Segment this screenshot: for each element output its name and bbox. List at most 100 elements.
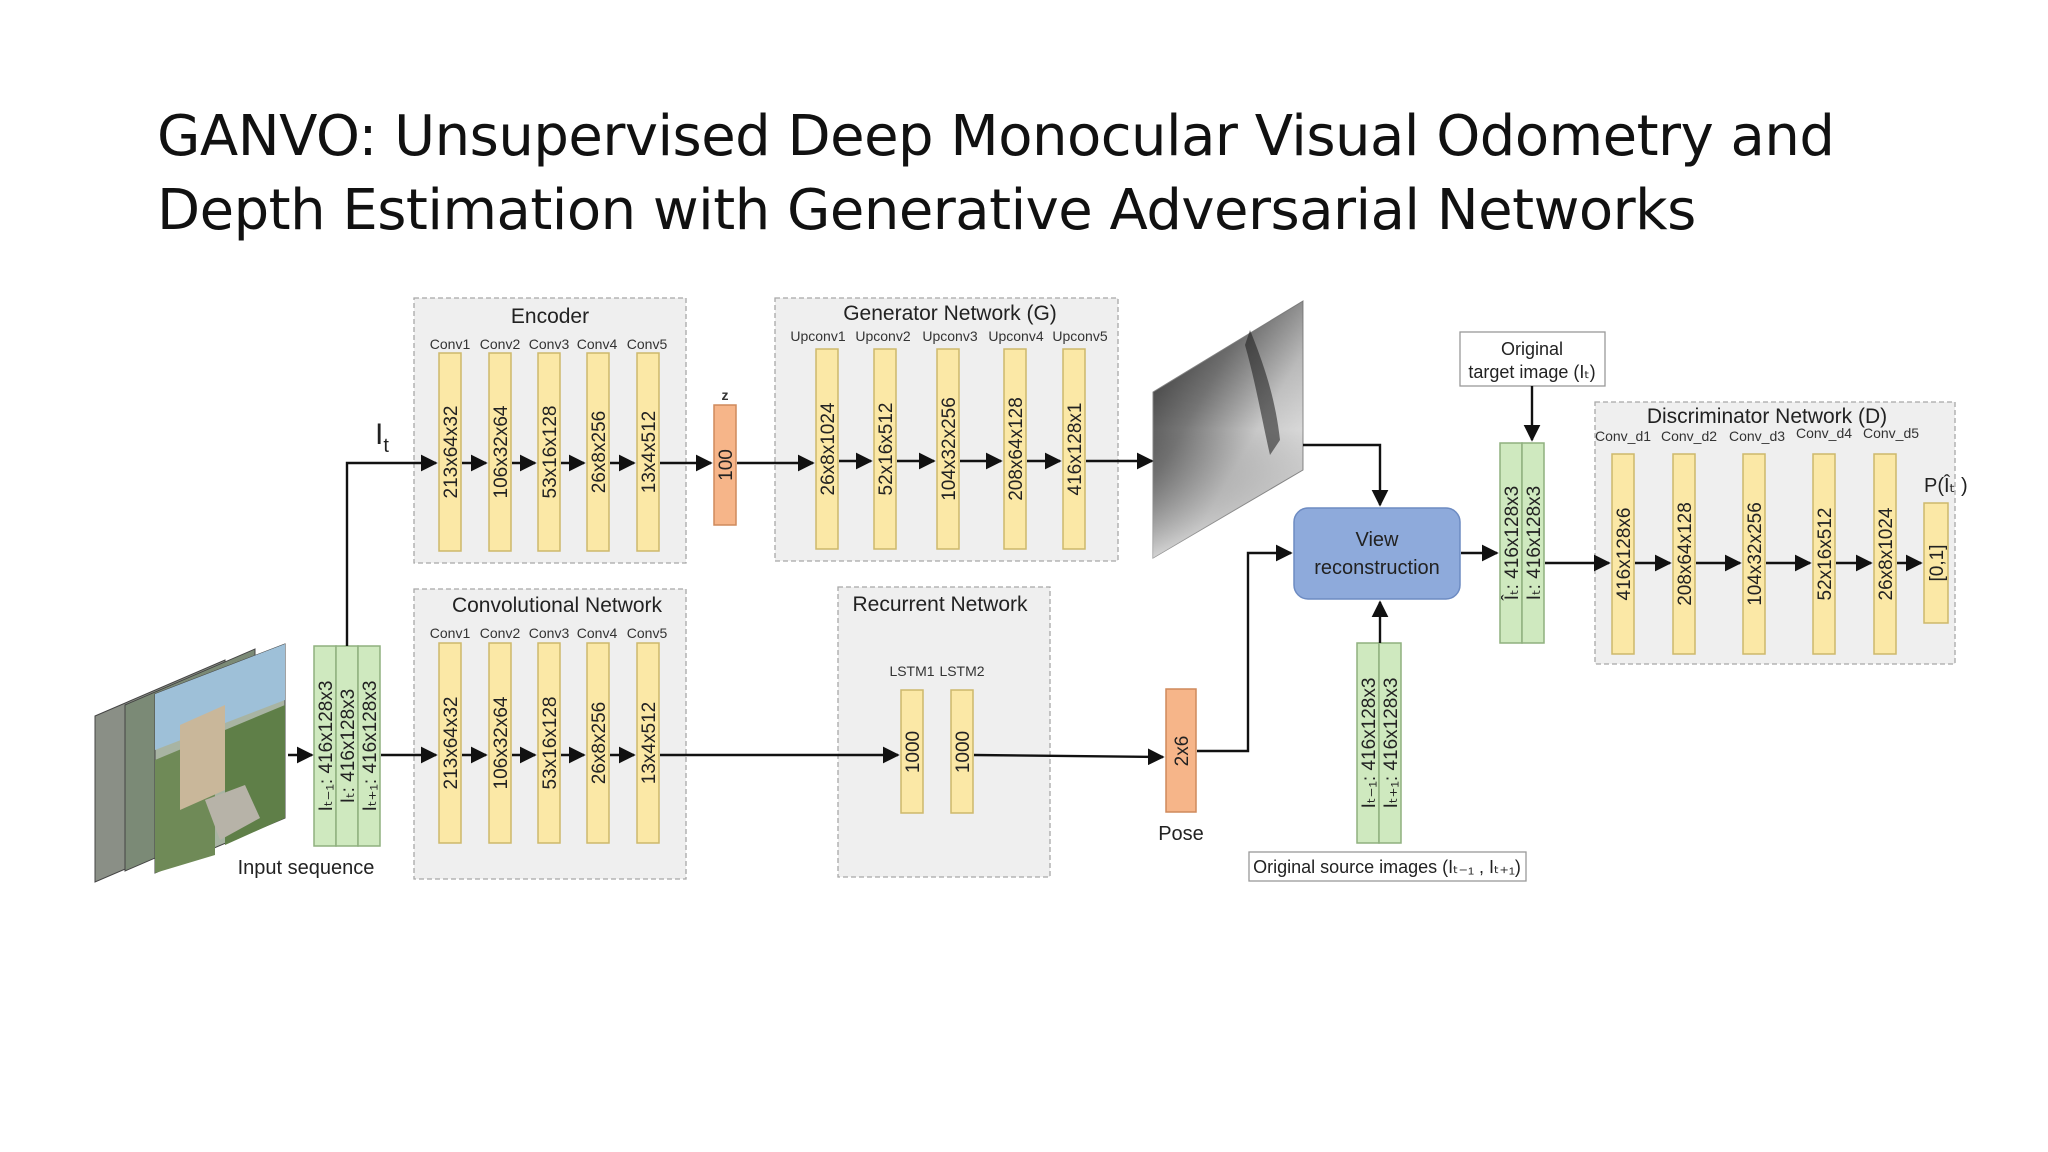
source-stack: Iₜ₋₁: 416x128x3 Iₜ₊₁: 416x128x3	[1356, 642, 1402, 844]
view-reconstruction-box	[1293, 507, 1461, 600]
title-line-1: GANVO: Unsupervised Deep Monocular Visua…	[157, 104, 1835, 169]
disc-layer-size: 416x128x6	[1614, 508, 1635, 601]
encoder-layer-size: 13x4x512	[639, 411, 660, 493]
input-frame-box	[357, 645, 381, 847]
view-reconstruction-line1: View	[1356, 529, 1400, 551]
convnet-layer-box	[488, 642, 512, 844]
encoder-layer-box	[537, 352, 561, 552]
target-label-box	[1459, 331, 1606, 387]
recurrent-layer-box	[900, 689, 924, 814]
encoder-layer-box	[636, 352, 660, 552]
generator-layer-name: Upconv5	[1052, 328, 1107, 344]
input-frame-label: Iₜ₊₁: 416x128x3	[360, 681, 381, 812]
recurrent-group	[837, 586, 1051, 878]
disc-layer-box	[1611, 453, 1635, 655]
generator-layer-box	[936, 348, 960, 550]
source-frame-label: Iₜ₋₁: 416x128x3	[1359, 678, 1380, 809]
recurrent-layer-name: LSTM1	[889, 663, 934, 679]
generator-layer-size: 208x64x128	[1006, 397, 1027, 501]
connectors	[288, 386, 1923, 766]
disc-layer-name: Conv_d5	[1863, 425, 1919, 441]
latent-box	[713, 404, 737, 526]
recurrent-layer-size: 1000	[903, 731, 924, 773]
convnet-layer-name: Conv5	[627, 625, 668, 641]
recurrent-title: Recurrent Network	[852, 593, 1028, 616]
output-label: P(Îₜ )	[1924, 474, 1968, 497]
target-label-line1: Original	[1501, 339, 1563, 359]
generator-layers: Upconv1 Upconv2 Upconv3 Upconv4 Upconv5 …	[790, 328, 1108, 550]
disc-layer-name: Conv_d3	[1729, 428, 1785, 444]
recurrent-layer-name: LSTM2	[939, 663, 984, 679]
discriminator-title: Discriminator Network (D)	[1647, 405, 1887, 428]
disc-layer-size: 104x32x256	[1745, 502, 1766, 606]
encoder-layer-size: 213x64x32	[441, 406, 462, 499]
convnet-layer-size: 213x64x32	[441, 697, 462, 790]
disc-layer-box	[1672, 453, 1696, 655]
generator-layer-box	[1062, 348, 1086, 550]
latent-size: 100	[716, 449, 737, 481]
target-label-line2: target image (Iₜ)	[1468, 362, 1595, 382]
encoder-layer-name: Conv1	[430, 336, 471, 352]
convnet-layer-box	[537, 642, 561, 844]
encoder-layer-name: Conv3	[529, 336, 570, 352]
generator-layer-name: Upconv2	[855, 328, 910, 344]
encoder-layer-name: Conv2	[480, 336, 521, 352]
convnet-layers: Conv1 Conv2 Conv3 Conv4 Conv5 213x64x32 …	[430, 625, 668, 844]
disc-layer-box	[1742, 453, 1766, 655]
disc-input-label: Iₜ: 416x128x3	[1524, 486, 1545, 600]
disc-input-stack: Îₜ: 416x128x3 Iₜ: 416x128x3	[1499, 442, 1545, 644]
pose-size: 2x6	[1172, 736, 1193, 767]
input-sequence-label: Input sequence	[238, 857, 375, 879]
generator-layer-size: 416x128x1	[1065, 403, 1086, 496]
convnet-layer-size: 106x32x64	[491, 696, 512, 789]
encoder-title: Encoder	[511, 305, 589, 328]
convnet-layer-box	[636, 642, 660, 844]
depth-map-image	[1152, 300, 1304, 559]
convnet-layer-size: 13x4x512	[639, 702, 660, 784]
recurrent-layers: LSTM1 LSTM2 1000 1000	[889, 663, 985, 814]
encoder-layer-name: Conv4	[577, 336, 618, 352]
generator-title: Generator Network (G)	[843, 302, 1057, 325]
encoder-layers: Conv1 Conv2 Conv3 Conv4 Conv5 213x64x32 …	[430, 336, 668, 552]
generator-layer-box	[815, 348, 839, 550]
convnet-layer-box	[438, 642, 462, 844]
convnet-layer-size: 53x16x128	[540, 697, 561, 790]
source-label: Original source images (Iₜ₋₁ , Iₜ₊₁)	[1253, 857, 1521, 877]
recurrent-layer-size: 1000	[953, 731, 974, 773]
generator-layer-box	[1003, 348, 1027, 550]
generator-layer-size: 52x16x512	[876, 403, 897, 496]
encoder-layer-size: 53x16x128	[540, 406, 561, 499]
source-frame-box	[1378, 642, 1402, 844]
disc-layer-size: 26x8x1024	[1876, 507, 1897, 600]
input-sequence-images	[94, 643, 286, 883]
disc-layer-size: 52x16x512	[1815, 508, 1836, 601]
convnet-layer-box	[586, 642, 610, 844]
encoder-layer-size: 26x8x256	[589, 411, 610, 493]
generator-layer-name: Upconv3	[922, 328, 977, 344]
generator-layer-name: Upconv1	[790, 328, 845, 344]
convnet-layer-name: Conv2	[480, 625, 521, 641]
disc-input-box	[1521, 442, 1545, 644]
encoder-layer-box	[438, 352, 462, 552]
disc-layer-name: Conv_d1	[1595, 428, 1651, 444]
generator-layer-size: 104x32x256	[939, 397, 960, 501]
input-frame-label: Iₜ: 416x128x3	[338, 689, 359, 803]
generator-layer-size: 26x8x1024	[818, 402, 839, 495]
convnet-layer-name: Conv4	[577, 625, 618, 641]
view-reconstruction-line2: reconstruction	[1314, 557, 1440, 579]
discriminator-layers: Conv_d1 Conv_d2 Conv_d3 Conv_d4 Conv_d5 …	[1595, 425, 1919, 655]
source-frame-label: Iₜ₊₁: 416x128x3	[1381, 678, 1402, 809]
disc-layer-size: 208x64x128	[1675, 502, 1696, 606]
disc-layer-box	[1873, 453, 1897, 655]
pose-label: Pose	[1158, 823, 1204, 845]
generator-layer-name: Upconv4	[988, 328, 1043, 344]
output-size: [0,1]	[1927, 545, 1948, 582]
encoder-layer-box	[586, 352, 610, 552]
pose-box	[1165, 688, 1197, 813]
it-label: It	[375, 418, 389, 457]
encoder-layer-name: Conv5	[627, 336, 668, 352]
recurrent-layer-box	[950, 689, 974, 814]
convnet-layer-name: Conv1	[430, 625, 471, 641]
convnet-title: Convolutional Network	[452, 594, 663, 617]
disc-layer-name: Conv_d2	[1661, 428, 1717, 444]
